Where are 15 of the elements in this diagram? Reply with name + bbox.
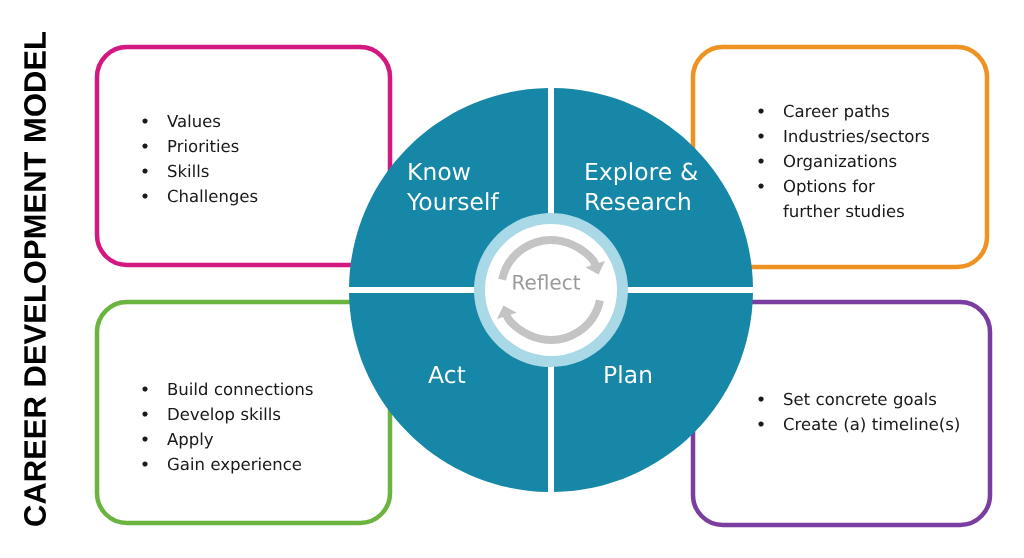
list-item: Career paths xyxy=(783,104,889,121)
list-item: Apply xyxy=(167,432,214,449)
list-item: Create (a) timeline(s) xyxy=(783,417,959,433)
list-item: Build connections xyxy=(168,382,313,396)
list-item: Gain experience xyxy=(167,457,302,474)
list-item: Organizations xyxy=(783,154,897,171)
list-item: Options for further studies xyxy=(783,179,904,218)
list-item: Set concrete goals xyxy=(784,392,937,409)
title: CAREER DEVELOPMENT MODEL xyxy=(24,32,46,526)
list-item: Develop skills xyxy=(168,407,281,424)
list-item: Values xyxy=(167,114,221,128)
list-item: Skills xyxy=(168,164,209,178)
list-item: Priorities xyxy=(168,139,239,153)
list-item: Challenges xyxy=(167,189,258,206)
list-item: Industries/sectors xyxy=(784,129,929,144)
